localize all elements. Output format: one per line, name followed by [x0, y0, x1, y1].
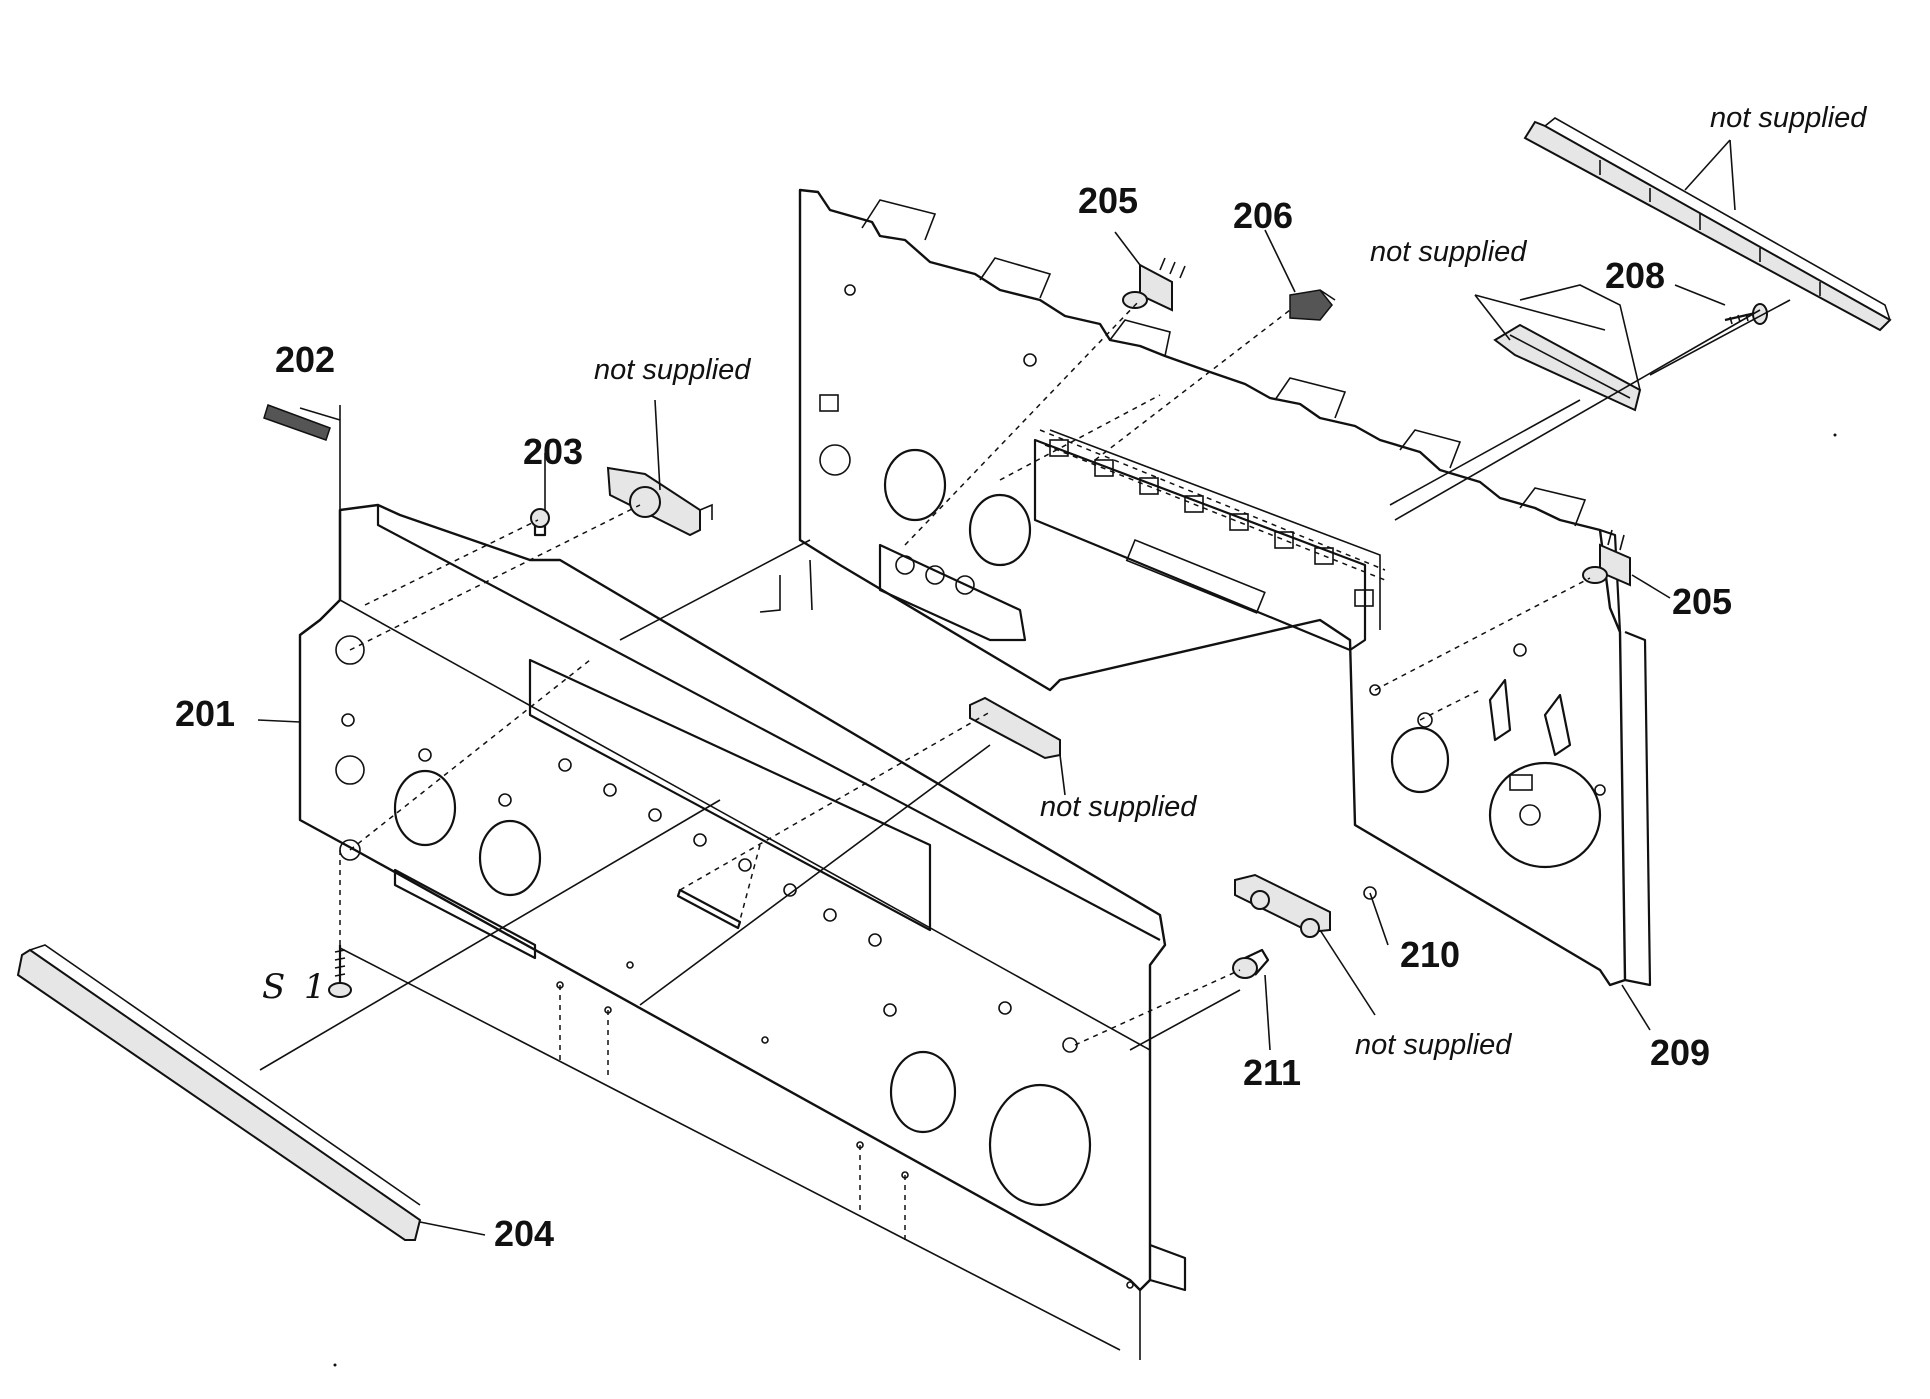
front-panel-201	[298, 503, 1187, 1351]
label-205-top: 205	[1078, 180, 1138, 221]
rail-not-supplied	[1523, 117, 1892, 332]
label-210: 210	[1400, 934, 1460, 975]
note-not-supplied-grille: not supplied	[1370, 236, 1527, 268]
rear-chassis-209	[798, 188, 1652, 987]
note-not-supplied-board: not supplied	[1355, 1029, 1512, 1061]
label-205-right: 205	[1672, 581, 1732, 622]
insert-square-grid	[1049, 439, 1374, 607]
label-201: 201	[175, 693, 235, 734]
part-203-screw	[530, 508, 550, 537]
screw-ref-index: 1	[304, 967, 326, 1007]
label-211: 211	[1243, 1052, 1301, 1093]
part-204-bar	[16, 944, 422, 1241]
switch-board-not-supplied	[1234, 873, 1331, 938]
note-not-supplied-rail: not supplied	[1710, 102, 1867, 134]
part-205-right	[1582, 529, 1631, 587]
part-202-badge	[263, 404, 331, 441]
leader-lines	[257, 139, 1791, 1360]
label-204: 204	[494, 1213, 554, 1254]
component-not-supplied-left	[606, 466, 713, 537]
label-202: 202	[275, 339, 335, 380]
part-206	[1289, 289, 1336, 321]
part-210-washer	[1363, 886, 1377, 900]
part-211-knob	[1232, 948, 1270, 979]
label-208: 208	[1605, 255, 1665, 296]
button-hole-row	[418, 748, 1078, 1053]
part-208-screw	[1724, 303, 1768, 325]
note-not-supplied-bracket: not supplied	[1040, 791, 1197, 823]
note-not-supplied-left: not supplied	[594, 354, 751, 386]
screw-ref-symbol: S	[262, 967, 285, 1007]
assembly-dashed-lines	[339, 299, 1591, 1245]
label-203: 203	[523, 431, 583, 472]
screw-s1	[328, 945, 352, 998]
grille-not-supplied	[1493, 284, 1642, 412]
label-206: 206	[1233, 195, 1293, 236]
part-205-top	[1122, 257, 1186, 312]
label-209: 209	[1650, 1032, 1710, 1073]
